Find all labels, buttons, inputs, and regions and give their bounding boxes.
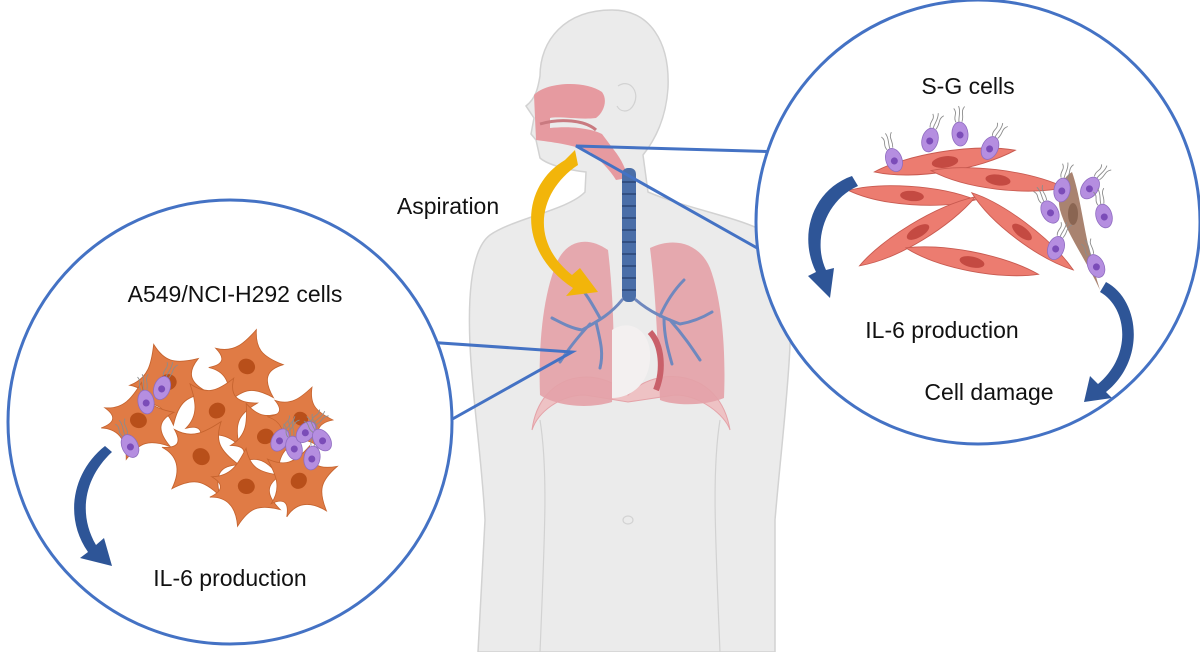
ear	[616, 83, 637, 112]
heart-wall	[647, 329, 664, 392]
torso-contour-left	[539, 419, 546, 652]
right-cells-title: S-G cells	[921, 73, 1014, 99]
left-cycle-arrow	[74, 446, 112, 566]
human-torso-icon	[468, 9, 792, 652]
navel	[622, 515, 634, 525]
trachea-rings	[622, 181, 636, 291]
torso-contour-right	[714, 419, 721, 652]
aspiration-arrow	[531, 150, 598, 296]
right-il6-label: IL-6 production	[865, 317, 1018, 343]
nasal-oral-cavity	[534, 84, 628, 180]
right-damage-label: Cell damage	[924, 379, 1053, 405]
right-callout-lines	[575, 144, 785, 264]
lungs-icon	[539, 168, 725, 406]
left-il6-label: IL-6 production	[153, 565, 306, 591]
left-lung	[539, 241, 614, 406]
heart	[612, 325, 651, 398]
bronchi	[550, 278, 714, 370]
right-cycle-arrow-2	[1084, 282, 1134, 402]
left-cells-title: A549/NCI-H292 cells	[128, 281, 343, 307]
trachea-icon	[622, 168, 636, 302]
right-callout-circle	[754, 0, 1200, 446]
aspiration-label: Aspiration	[397, 193, 499, 219]
damaged-cell-nucleus	[1068, 203, 1078, 225]
right-inset: S-G cells IL-6 production	[575, 0, 1200, 446]
left-inset: A549/NCI-H292 cells IL-6 production	[6, 198, 578, 646]
left-callout-lines	[425, 340, 578, 428]
tongue	[539, 119, 598, 132]
right-cycle-arrow-1	[808, 176, 858, 298]
